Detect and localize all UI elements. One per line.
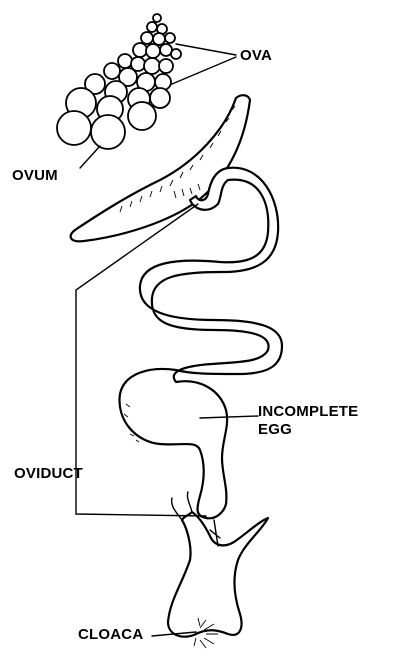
- label-ovum: OVUM: [12, 168, 58, 184]
- label-incomplete-egg-line2: EGG: [258, 422, 292, 438]
- label-cloaca: CLOACA: [78, 627, 143, 643]
- ova-leader-2: [172, 57, 236, 84]
- label-ova: OVA: [240, 48, 272, 64]
- ovum-leader: [80, 146, 100, 168]
- label-oviduct: OVIDUCT: [14, 466, 83, 482]
- oviduct-tube: [71, 95, 282, 518]
- oviduct-bracket: [76, 204, 206, 516]
- ovary-cluster: [57, 14, 181, 149]
- label-incomplete-egg-line1: INCOMPLETE: [258, 404, 358, 420]
- ova-leader-1: [176, 44, 236, 55]
